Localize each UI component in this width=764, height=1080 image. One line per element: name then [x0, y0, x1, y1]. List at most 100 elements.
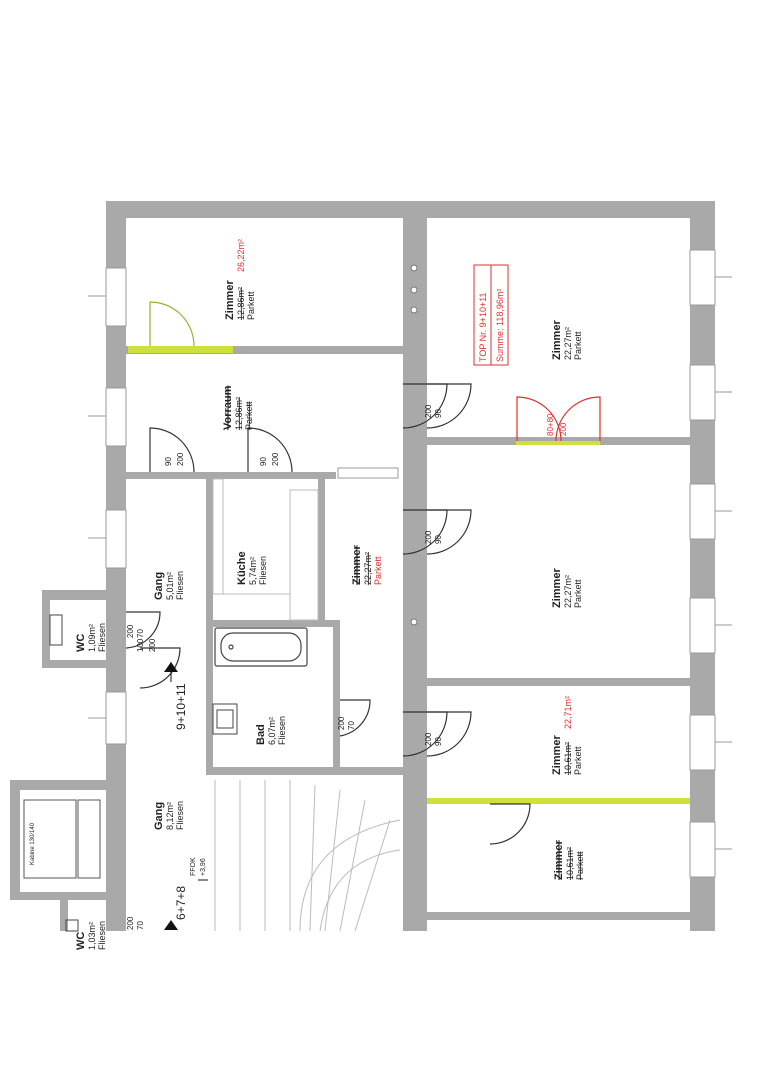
removed-walls: [128, 346, 690, 804]
door-width: 100: [136, 638, 145, 652]
room-floor: Fliesen: [277, 716, 287, 745]
room-area-new: 22,71m²: [563, 696, 573, 729]
room-area-old: 12,86m²: [234, 397, 244, 430]
room-zimmer-mr: Zimmer 22,27m² Parkett: [551, 568, 583, 608]
room-floor: Parkett: [573, 579, 583, 608]
door-width: 70: [136, 629, 145, 638]
room-area: 8,12m²: [165, 802, 175, 830]
room-name: Gang: [153, 572, 165, 600]
room-name: WC: [75, 932, 87, 950]
bathtub: [214, 627, 308, 667]
room-gang-lower: Gang 8,12m² Fliesen: [153, 801, 185, 830]
door-width: 90: [434, 737, 443, 746]
staircase: [214, 780, 401, 932]
window-ticks: [88, 276, 732, 850]
room-area: 6,07m²: [267, 717, 277, 745]
door-width: 90: [434, 535, 443, 544]
door-height: 200: [148, 638, 157, 652]
room-floor: Fliesen: [258, 556, 268, 585]
sink: [212, 703, 238, 735]
top-number-label: TOP Nr. 9+10+11: [478, 292, 488, 362]
room-zimmer-mid: Zimmer 22,27m² Parkett: [351, 545, 383, 585]
room-bad: Bad 6,07m² Fliesen: [255, 716, 287, 745]
spine-markers: [410, 264, 418, 626]
room-floor: Parkett: [373, 556, 383, 585]
door-width: 70: [347, 721, 356, 730]
room-area-old: 12,86m²: [236, 287, 246, 320]
door-height: 200: [176, 452, 185, 466]
top-info-box: TOP Nr. 9+10+11 Summe: 118,96m²: [473, 264, 509, 366]
room-floor: Fliesen: [97, 623, 107, 652]
entrance-marker-a: 9+10+11: [164, 662, 188, 730]
door-width: 90: [434, 409, 443, 418]
unit-label: 6+7+8: [174, 886, 188, 920]
room-name: Zimmer: [551, 320, 563, 360]
room-floor: Fliesen: [97, 921, 107, 950]
door-width: 90: [164, 457, 173, 466]
room-vorraum: Vorraum 12,86m² Parkett: [222, 385, 254, 430]
room-area: 1,03m²: [87, 922, 97, 950]
door-height: 200: [271, 452, 280, 466]
room-name: Zimmer: [351, 545, 363, 585]
door-dimensions: 90 200 90 200 90 200 90 200 90 200 80+80…: [126, 404, 568, 930]
room-floor: Parkett: [573, 331, 583, 360]
door-height: 200: [424, 530, 433, 544]
room-gang-upper: Gang 5,01m² Fliesen: [153, 571, 185, 600]
room-zimmer-tr: Zimmer 22,27m² Parkett: [551, 320, 583, 360]
room-area: 5,74m²: [248, 557, 258, 585]
room-floor: Parkett: [575, 851, 585, 880]
room-floor: Fliesen: [175, 801, 185, 830]
kitchen-counter: [212, 478, 319, 621]
top-sum-label: Summe: 118,96m²: [495, 289, 505, 362]
room-name: WC: [75, 634, 87, 652]
door-width: 70: [136, 921, 145, 930]
door-width: 80+80: [546, 413, 555, 436]
room-name: Zimmer: [553, 840, 565, 880]
lift-label: Kabine 130/140: [30, 822, 36, 865]
room-zimmer-lr: Zimmer 10,61m² 22,71m² Parkett: [551, 696, 583, 775]
door-height: 200: [126, 916, 135, 930]
room-area-new: 26,22m²: [236, 239, 246, 272]
room-name: Zimmer: [224, 280, 236, 320]
room-wc-upper: WC 1,09m² Fliesen: [75, 623, 107, 652]
double-door: [516, 396, 601, 442]
door-height: 200: [424, 404, 433, 418]
room-floor: Parkett: [573, 746, 583, 775]
room-name: Küche: [236, 551, 248, 585]
room-name: Gang: [153, 802, 165, 830]
wc-fixtures: [49, 614, 79, 932]
room-area-old: 10,61m²: [563, 742, 573, 775]
room-floor: Fliesen: [175, 571, 185, 600]
walls: [10, 201, 715, 931]
room-name: Zimmer: [551, 735, 563, 775]
door-width: 90: [259, 457, 268, 466]
room-area: 22,27m²: [363, 552, 373, 585]
door-swings: [125, 301, 531, 845]
door-height: 200: [424, 732, 433, 746]
unit-label: 9+10+11: [174, 683, 188, 730]
lift-cabin: [23, 799, 101, 879]
room-floor: Parkett: [246, 291, 256, 320]
door-height: 200: [559, 422, 568, 436]
room-name: Zimmer: [551, 568, 563, 608]
room-area-old: 10,61m²: [565, 847, 575, 880]
room-zimmer-br: Zimmer 10,61m² Parkett: [553, 840, 585, 880]
room-name: Bad: [255, 724, 267, 745]
room-area: 1,09m²: [87, 624, 97, 652]
room-name: Vorraum: [222, 385, 234, 430]
door-height: 200: [337, 716, 346, 730]
room-wc-lower: WC 1,03m² Fliesen: [75, 921, 107, 950]
room-zimmer-tl: Zimmer 12,86m² 26,22m² Parkett: [224, 239, 256, 320]
level-ffok: FFOK: [190, 857, 197, 876]
room-area: 22,27m²: [563, 327, 573, 360]
room-floor: Parkett: [244, 401, 254, 430]
room-kueche: Küche 5,74m² Fliesen: [236, 551, 268, 585]
windows: [105, 249, 716, 878]
door-height: 200: [126, 624, 135, 638]
level-value: +3,96: [200, 858, 207, 876]
level-marker: FFOK +3,96: [190, 857, 208, 881]
entrance-marker-b: 6+7+8: [164, 886, 188, 930]
room-area: 5,01m²: [165, 572, 175, 600]
room-area: 22,27m²: [563, 575, 573, 608]
